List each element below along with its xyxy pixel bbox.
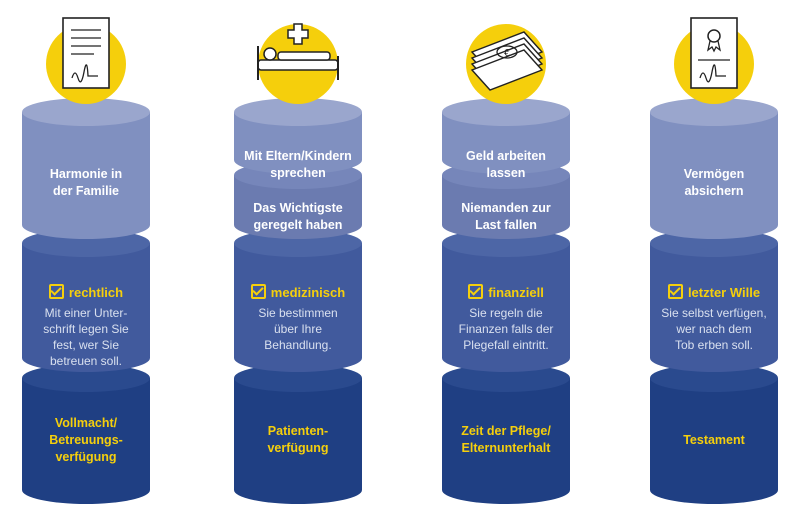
pillar-document-label: Zeit der Pflege/Elternunterhalt bbox=[461, 424, 551, 455]
pillar-category: letzter Wille bbox=[687, 285, 761, 300]
pillar-document-label: Testament bbox=[683, 432, 745, 447]
pillar-category: finanziell bbox=[488, 285, 544, 300]
pillar-document-label: Vollmacht/Betreuungs-verfügung bbox=[49, 415, 123, 464]
checkbox-icon bbox=[468, 284, 484, 299]
checkbox-icon bbox=[250, 284, 266, 299]
svg-text:€: € bbox=[504, 48, 510, 59]
pillar-category: rechtlich bbox=[68, 285, 124, 300]
pillar-category: medizinisch bbox=[270, 285, 346, 300]
pillar-document-label: Patienten-verfügung bbox=[267, 424, 329, 455]
checkbox-icon bbox=[48, 284, 64, 299]
checkbox-icon bbox=[667, 284, 683, 299]
